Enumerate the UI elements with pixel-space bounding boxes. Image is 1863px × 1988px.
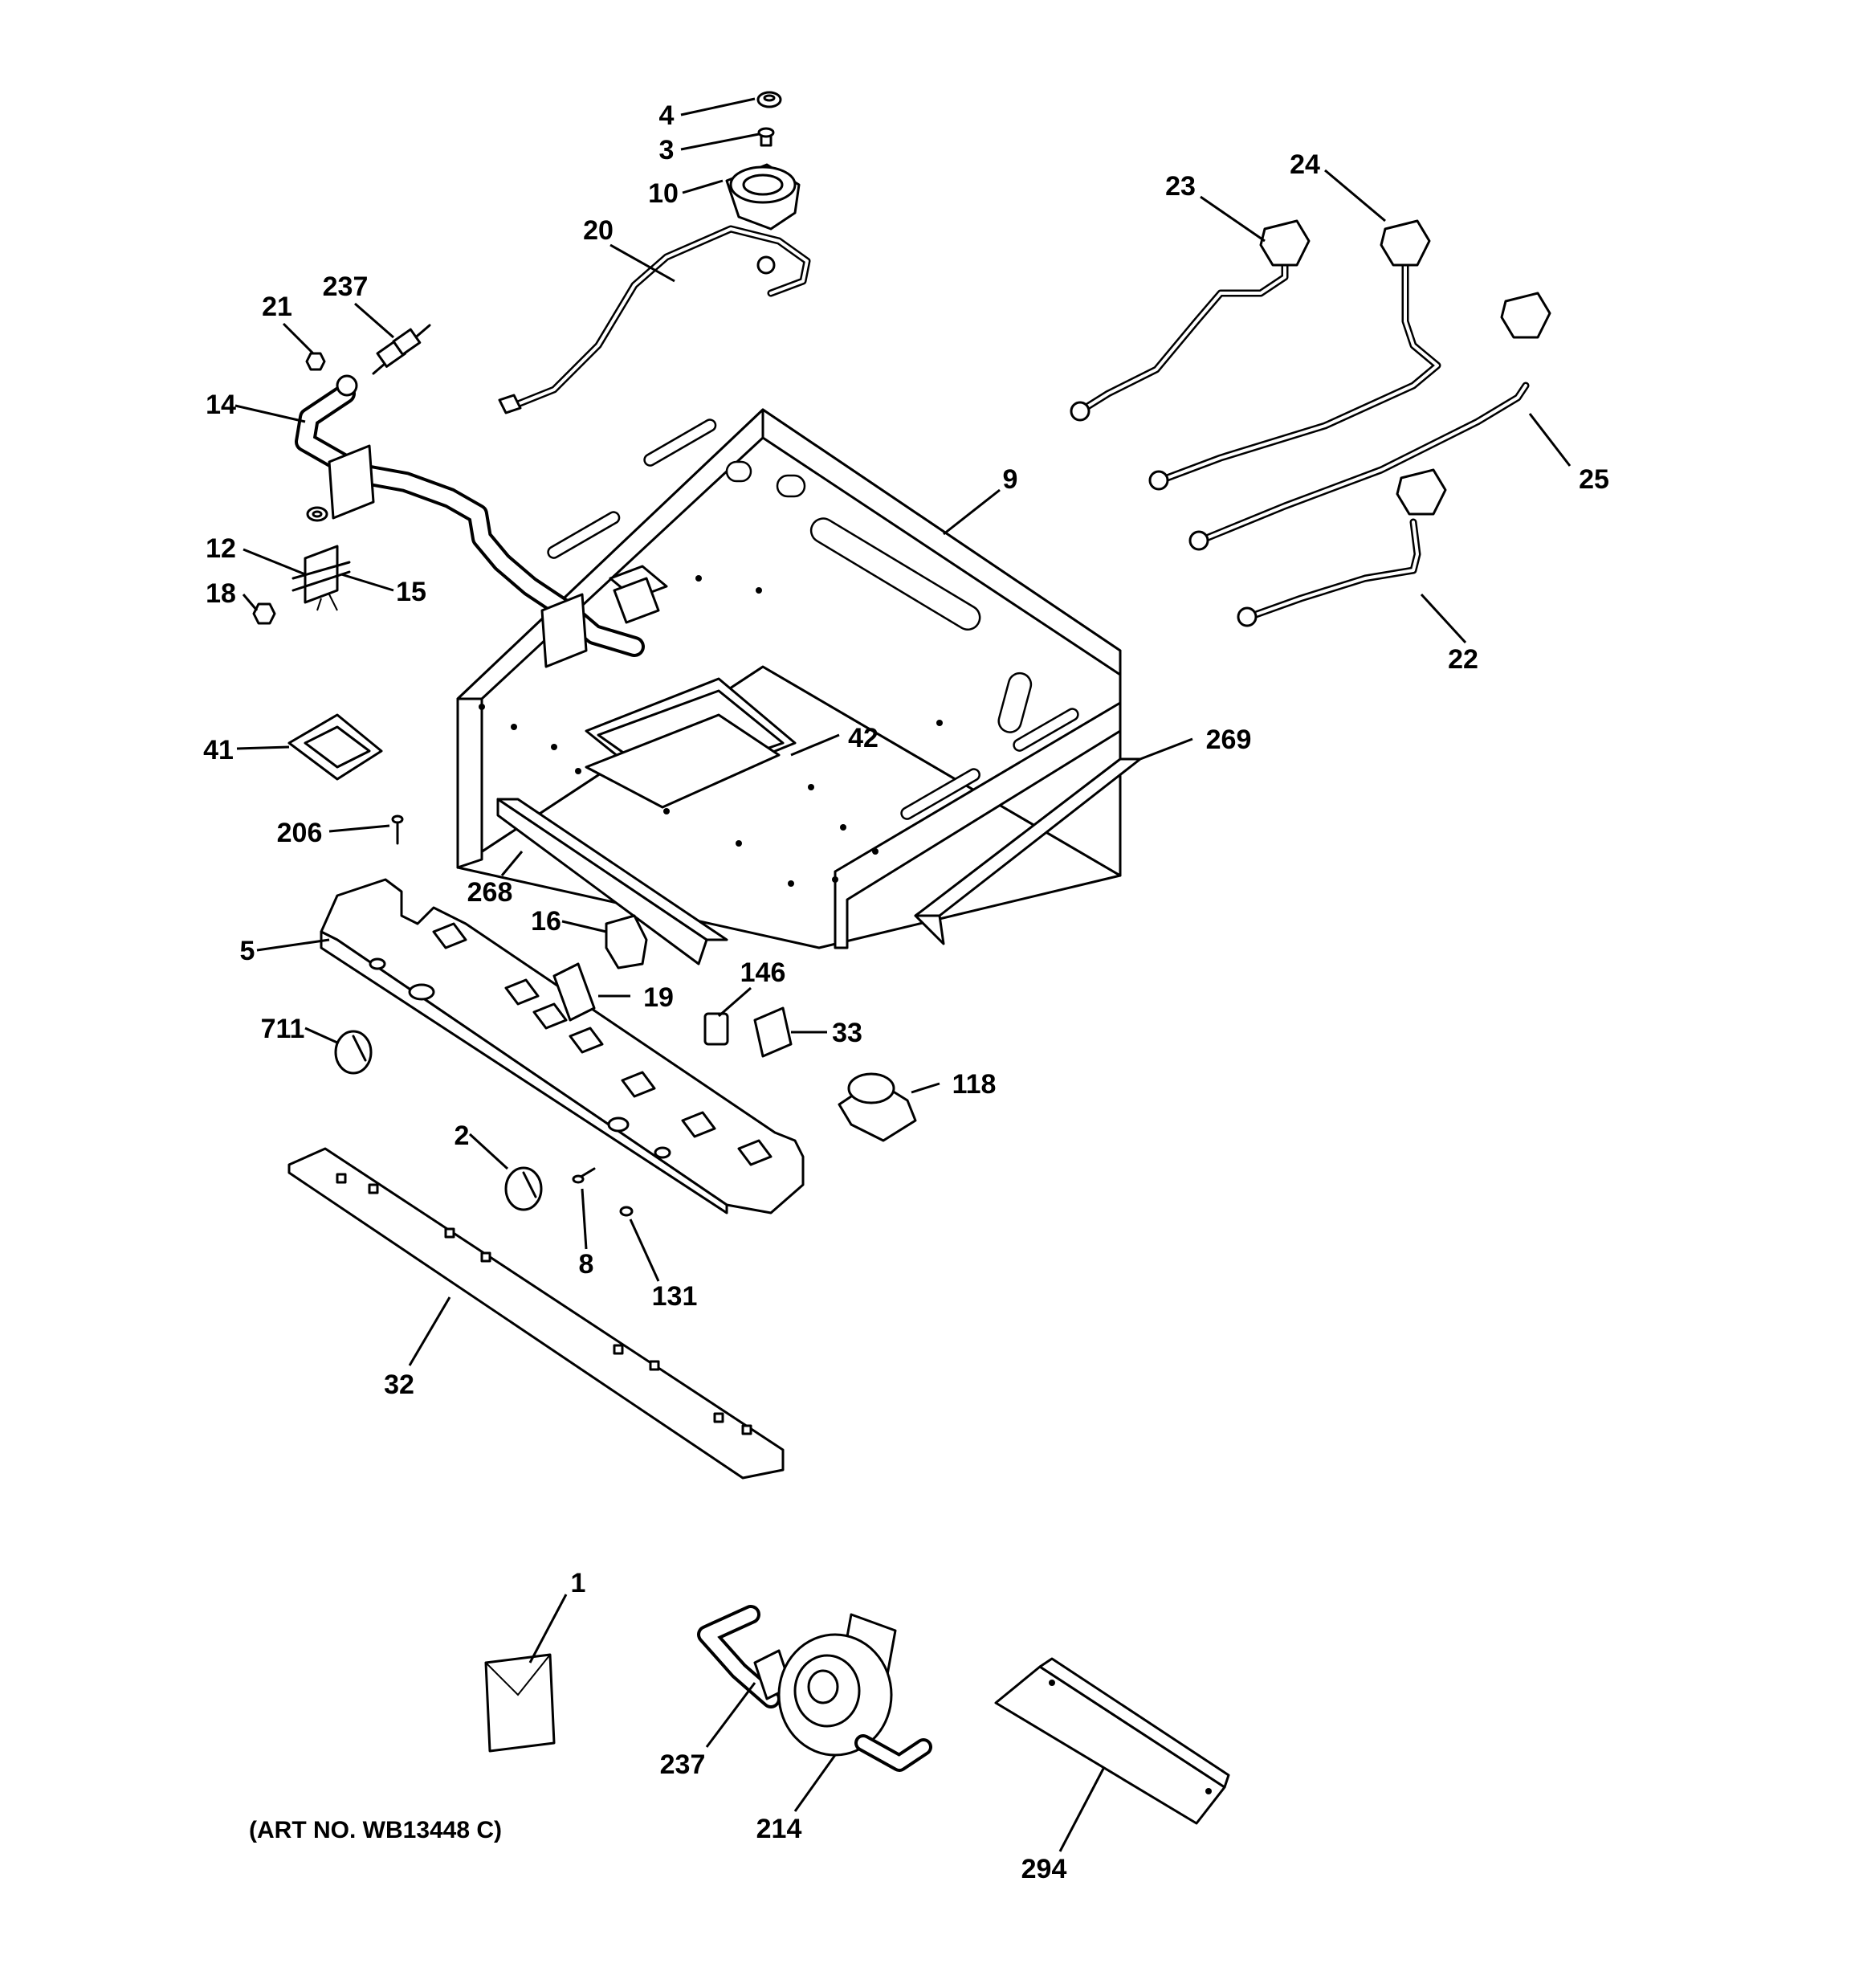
part-18-nut — [252, 602, 276, 625]
part-22-valve-tube — [1237, 468, 1447, 627]
part-24-valve-tube — [1148, 219, 1441, 491]
callout-42: 42 — [848, 723, 879, 753]
art-number: (ART NO. WB13448 C) — [249, 1817, 502, 1843]
part-206-screw — [391, 814, 404, 845]
part-711-knob — [334, 1030, 373, 1075]
callout-25: 25 — [1579, 464, 1609, 495]
callout-4: 4 — [659, 100, 675, 131]
callout-12: 12 — [206, 533, 236, 564]
callout-237-upper: 237 — [323, 271, 369, 302]
part-23-valve-tube — [1070, 219, 1311, 422]
callout-2: 2 — [455, 1121, 470, 1151]
callout-18: 18 — [206, 578, 236, 609]
part-20-supply-tube — [498, 225, 811, 414]
callout-5: 5 — [240, 936, 255, 966]
part-33-switch — [753, 1006, 793, 1058]
part-237-upper-fitting — [372, 324, 431, 375]
part-12-15-valve-bracket — [291, 545, 351, 611]
part-131-clip — [619, 1206, 634, 1217]
callout-146: 146 — [740, 957, 786, 988]
callout-294: 294 — [1021, 1854, 1067, 1884]
callout-19: 19 — [643, 982, 674, 1013]
callout-237-lower: 237 — [660, 1749, 706, 1780]
callout-22: 22 — [1448, 644, 1478, 675]
part-10-burner-head — [725, 163, 801, 231]
callout-214: 214 — [756, 1814, 802, 1844]
callout-23: 23 — [1165, 171, 1196, 202]
part-9-burner-box — [456, 408, 1122, 949]
callout-16: 16 — [531, 906, 561, 937]
callout-41: 41 — [203, 735, 234, 765]
callout-3: 3 — [659, 135, 675, 165]
part-3-screw — [757, 127, 775, 147]
callout-21: 21 — [262, 292, 292, 322]
leader-lines — [234, 97, 1572, 1852]
callout-32: 32 — [384, 1370, 414, 1400]
callout-131: 131 — [652, 1281, 698, 1312]
callout-269: 269 — [1206, 725, 1252, 755]
part-4-cap — [756, 91, 782, 108]
part-214-regulator — [777, 1613, 932, 1772]
callout-24: 24 — [1290, 149, 1320, 180]
part-16-switch — [605, 914, 648, 970]
callout-118: 118 — [952, 1069, 997, 1100]
part-32-trim — [287, 1147, 785, 1480]
callout-206: 206 — [277, 818, 323, 848]
callout-268: 268 — [467, 877, 513, 908]
callout-14: 14 — [206, 390, 236, 420]
callout-15: 15 — [396, 577, 426, 607]
part-268-brace — [496, 798, 728, 965]
part-8-screw — [572, 1167, 596, 1184]
callout-9: 9 — [1003, 464, 1018, 495]
callout-20: 20 — [583, 215, 614, 246]
part-21-nut — [305, 352, 326, 371]
callout-33: 33 — [832, 1018, 862, 1048]
part-294-bracket — [994, 1657, 1230, 1825]
part-1-literature — [484, 1653, 556, 1753]
callout-labels: 4 3 10 20 21 237 14 12 18 15 9 23 24 25 … — [203, 100, 1609, 1884]
part-2-knob — [504, 1166, 543, 1211]
part-118-bracket — [838, 1072, 917, 1142]
part-19-insulator — [552, 962, 596, 1022]
callout-711: 711 — [261, 1014, 305, 1044]
manifold-washer — [306, 506, 328, 522]
callout-8: 8 — [579, 1249, 594, 1280]
part-146-clip — [703, 1012, 729, 1046]
part-5-manifold-panel — [320, 878, 805, 1214]
callout-10: 10 — [648, 178, 679, 209]
part-14-manifold-pipe — [295, 374, 645, 668]
callout-1: 1 — [571, 1568, 586, 1598]
part-41-tray — [287, 713, 383, 781]
part-25-valve-tube — [1188, 292, 1551, 551]
